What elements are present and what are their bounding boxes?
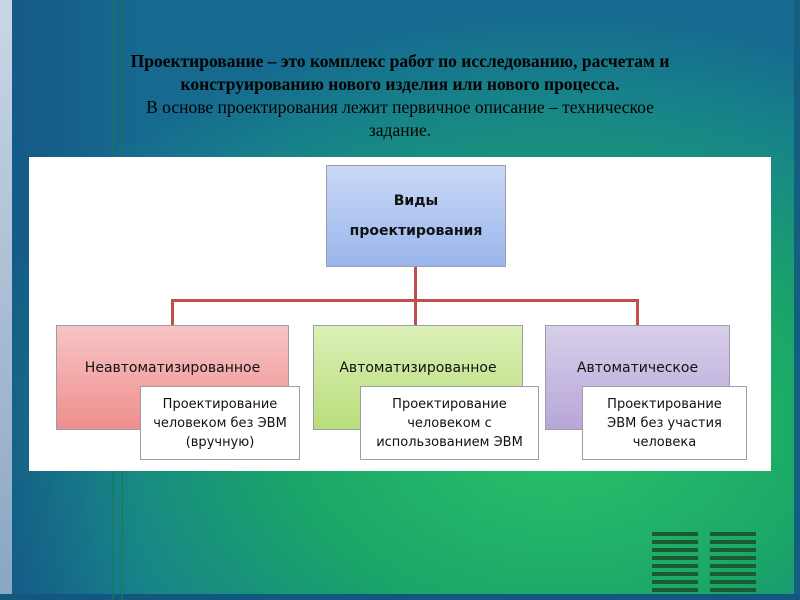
category-label: Автоматизированное	[339, 360, 497, 376]
heading-normal-line: В основе проектирования лежит первичное …	[146, 97, 654, 117]
note-line: (вручную)	[185, 434, 255, 450]
trigram-logo-icon	[652, 532, 760, 594]
hierarchy-diagram: Виды проектирования Неавтоматизированное…	[29, 157, 771, 471]
note-line: ЭВМ без участия	[607, 415, 722, 431]
note-line: Проектирование	[392, 396, 507, 412]
category-label: Автоматическое	[576, 360, 699, 376]
heading-bold-line: Проектирование – это комплекс работ по и…	[130, 51, 670, 71]
connector-horizontal	[171, 299, 639, 302]
note-line: человеком с	[407, 415, 492, 431]
connector-branch	[414, 299, 417, 326]
category-label: Неавтоматизированное	[84, 360, 261, 376]
heading-normal-line: задание.	[368, 120, 432, 140]
slide-heading: Проектирование – это комплекс работ по и…	[40, 50, 760, 142]
slide-frame-right	[794, 0, 800, 600]
slide-frame-bottom	[0, 594, 800, 600]
connector-branch	[636, 299, 639, 326]
category-note-manual: Проектирование человеком без ЭВМ (вручну…	[140, 386, 300, 460]
note-line: Проектирование	[607, 396, 722, 412]
root-node-label: Виды	[393, 193, 439, 209]
note-line: использованием ЭВМ	[376, 434, 523, 450]
note-line: человека	[632, 434, 697, 450]
category-note-automated: Проектирование человеком с использование…	[360, 386, 539, 460]
note-line: человеком без ЭВМ	[153, 415, 287, 431]
slide-frame-left	[0, 0, 12, 600]
connector-trunk	[414, 267, 417, 300]
heading-bold-line: конструированию нового изделия или новог…	[180, 74, 620, 94]
root-node-label: проектирования	[349, 223, 483, 239]
note-line: Проектирование	[162, 396, 278, 412]
root-node: Виды проектирования	[326, 165, 506, 267]
connector-branch	[171, 299, 174, 326]
category-note-automatic: Проектирование ЭВМ без участия человека	[582, 386, 747, 460]
